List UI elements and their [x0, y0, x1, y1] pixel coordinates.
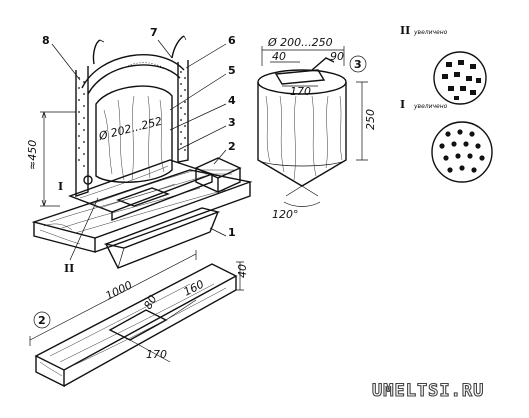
- detail-II-holes: [433, 51, 487, 105]
- drum3-cone-rim: [257, 159, 347, 167]
- base-board-grain: [39, 183, 226, 245]
- part-4-label: 4: [228, 94, 236, 107]
- block-front: [195, 168, 219, 194]
- frame-post-left: [75, 66, 89, 197]
- perforation-left: [78, 77, 85, 167]
- view-3-circle: [349, 55, 367, 73]
- detail-II-teeth: [442, 60, 481, 100]
- drum-body: [95, 85, 173, 183]
- drum-height-label: 250: [364, 109, 377, 130]
- axle-hub: [83, 175, 93, 185]
- detail-I-teeth: [439, 129, 485, 173]
- view-3-drum: [257, 46, 368, 207]
- part-1-label: 1: [228, 226, 236, 239]
- tray-body: [105, 211, 219, 269]
- part-2-label: 2: [228, 140, 236, 153]
- base-board-front: [33, 222, 96, 253]
- blade-texture: [127, 62, 171, 73]
- block-grain: [200, 169, 236, 175]
- drum3-slot: [274, 69, 326, 85]
- drum3-dims: [261, 46, 368, 207]
- platform-slot: [115, 187, 171, 207]
- base2-top: [34, 263, 238, 371]
- blade-diameter-label: Ø 202...252: [97, 115, 164, 143]
- view-2-number: 2: [38, 314, 46, 327]
- site-watermark: UMELTSI.RU: [372, 381, 484, 401]
- drum-slot-b-label: 170: [290, 85, 311, 98]
- base2-dims: [29, 250, 244, 363]
- handle-left: [92, 39, 101, 65]
- base2-slot: [108, 309, 168, 341]
- base-slot-width-label: 80: [141, 293, 159, 312]
- base-board-side: [94, 182, 251, 253]
- perforation-right: [180, 71, 186, 151]
- handle-tips: [99, 35, 187, 43]
- detail-II-disc: [433, 51, 487, 105]
- drum3-pin: [311, 57, 335, 71]
- part-5-label: 5: [228, 64, 236, 77]
- part-3-label: 3: [228, 116, 236, 129]
- view-2-circle: [33, 311, 51, 329]
- drum-slot-a-label: 40: [272, 50, 286, 63]
- tray-edge: [117, 247, 125, 269]
- drum-slot-c-label: 90: [330, 50, 344, 63]
- base-height-label: 40: [236, 264, 249, 278]
- blade-arc-outer: [81, 54, 185, 89]
- detail-I-callout: I: [58, 180, 63, 193]
- frame-post-right: [177, 60, 189, 163]
- part-8-label: 8: [42, 34, 50, 47]
- drum-grain: [103, 95, 165, 181]
- height-dimension-label: ≈450: [26, 140, 39, 170]
- detail-II-callout: II: [64, 262, 74, 275]
- view-2-base: [29, 250, 244, 388]
- handle-right: [171, 35, 185, 59]
- blade-arc-inner: [87, 64, 181, 95]
- detail-I-zoom: увеличено: [413, 103, 448, 110]
- drum3-grain: [265, 95, 343, 181]
- base-length-label: 1000: [103, 278, 134, 302]
- detail-II-zoom: увеличено: [413, 29, 448, 36]
- base2-side: [63, 276, 237, 387]
- part-7-label: 7: [150, 26, 158, 39]
- detail-II-label: II: [400, 24, 410, 37]
- platform-side: [111, 174, 213, 222]
- detail-I-holes: [431, 121, 493, 183]
- height-dimension-line: [40, 111, 76, 207]
- leader-lines: [51, 39, 227, 261]
- view-3-number: 3: [354, 58, 362, 71]
- drum-diameter-label: Ø 200...250: [267, 36, 333, 49]
- base-slot-length-label: 170: [146, 348, 167, 361]
- cone-angle-label: 120°: [272, 208, 299, 221]
- detail-I-disc: [431, 121, 493, 183]
- block-side: [217, 168, 241, 193]
- part-6-label: 6: [228, 34, 236, 47]
- detail-I-label: I: [400, 98, 405, 111]
- main-assembly: [31, 35, 253, 269]
- base2-grain: [39, 283, 227, 377]
- base-width-label: 160: [181, 278, 206, 299]
- platform-grain: [79, 165, 206, 209]
- base2-front: [35, 356, 65, 388]
